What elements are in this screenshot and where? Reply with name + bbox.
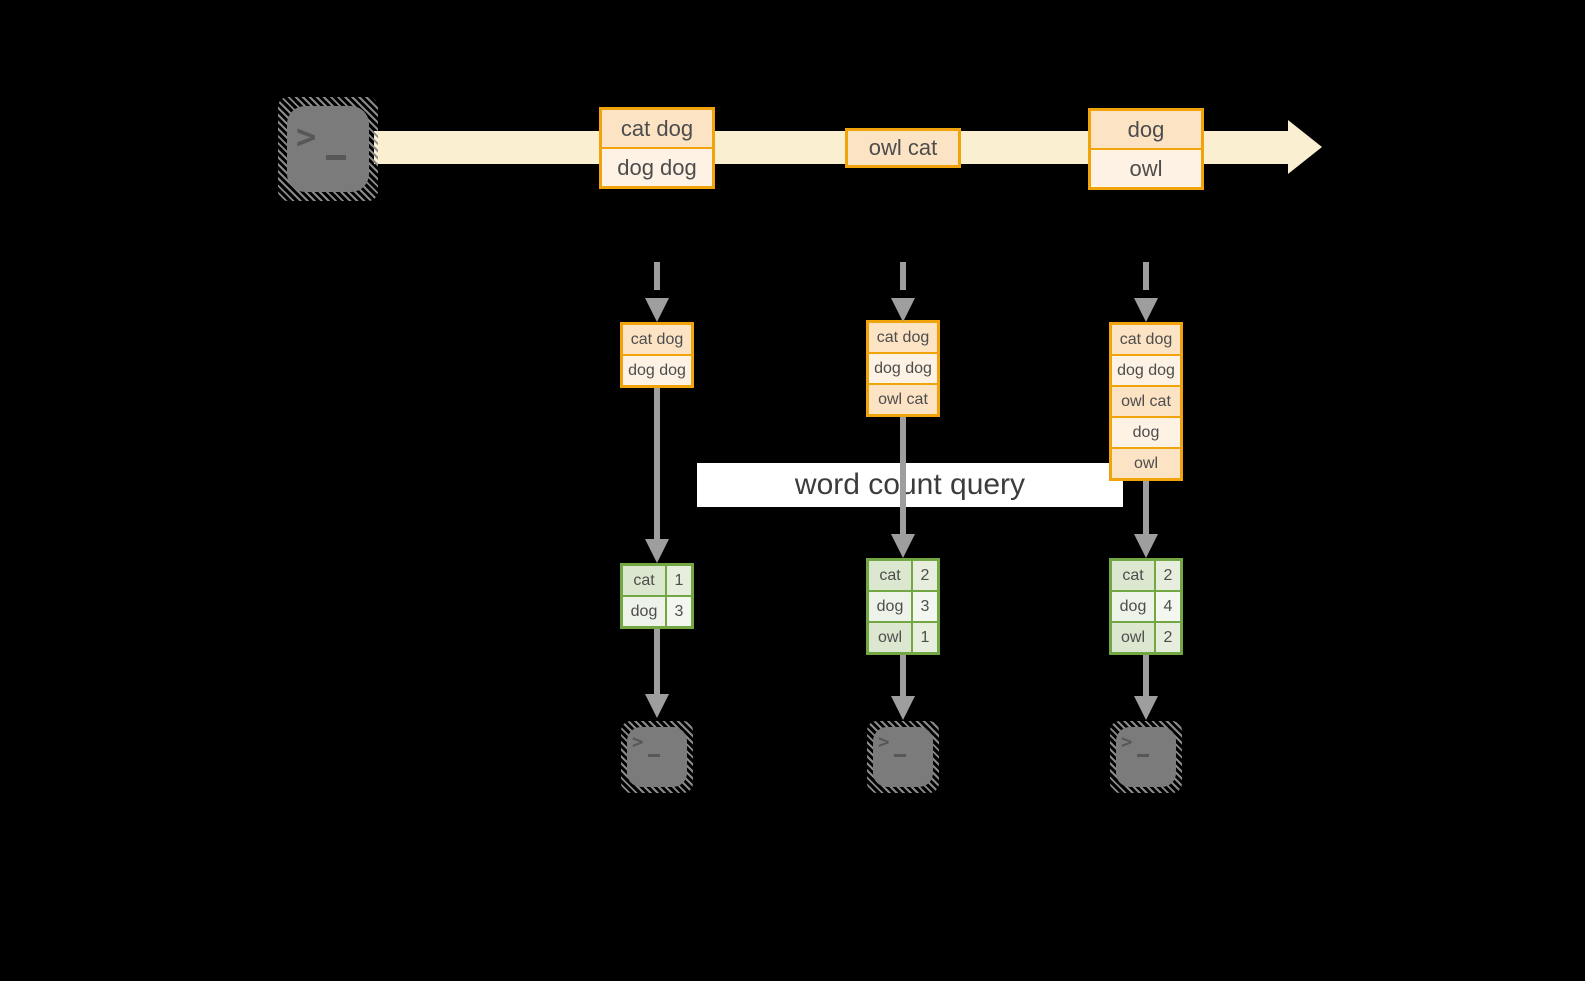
process-arrowhead-icon <box>1134 534 1158 558</box>
terminal-screen <box>287 106 369 192</box>
count-value: 3 <box>667 597 691 626</box>
micro-batch-row: cat dog <box>623 325 691 354</box>
source-terminal-icon: > <box>278 97 378 201</box>
counts-row: dog 3 <box>623 597 691 626</box>
micro-batch-row: cat dog <box>1112 325 1180 354</box>
trigger-arrowhead-icon <box>645 298 669 322</box>
sink-terminal-icon: > <box>867 721 939 793</box>
micro-batch-1: cat dog dog dog <box>620 322 694 388</box>
stream-batch-row: owl <box>1091 150 1201 187</box>
micro-batch-row: dog dog <box>1112 356 1180 385</box>
terminal-cursor-icon <box>894 754 906 757</box>
count-word: dog <box>1112 592 1154 621</box>
trigger-arrow-dash <box>1143 262 1149 290</box>
stream-arrowhead-icon <box>1288 120 1322 174</box>
terminal-screen <box>627 727 687 787</box>
micro-batch-row: dog dog <box>869 354 937 383</box>
terminal-cursor-icon <box>326 155 346 160</box>
micro-batch-row: owl cat <box>869 385 937 414</box>
terminal-prompt-icon: > <box>878 731 890 753</box>
counts-table-3: cat 2 dog 4 owl 2 <box>1109 558 1183 655</box>
stream-batch-1: cat dog dog dog <box>599 107 715 189</box>
counts-row: owl 2 <box>1112 623 1180 652</box>
terminal-screen <box>873 727 933 787</box>
micro-batch-3: cat dog dog dog owl cat dog owl <box>1109 322 1183 481</box>
count-value: 2 <box>1156 561 1180 590</box>
stream-batch-row: cat dog <box>602 110 712 147</box>
output-arrowhead-icon <box>1134 696 1158 720</box>
stream-batch-row: dog dog <box>602 149 712 186</box>
count-word: dog <box>869 592 911 621</box>
counts-row: dog 4 <box>1112 592 1180 621</box>
terminal-screen <box>1116 727 1176 787</box>
count-word: dog <box>623 597 665 626</box>
output-arrow-line <box>654 629 660 696</box>
count-word: cat <box>623 566 665 595</box>
terminal-prompt-icon: > <box>296 117 317 157</box>
trigger-arrow-dash <box>654 262 660 290</box>
count-word: owl <box>869 623 911 652</box>
micro-batch-row: owl cat <box>1112 387 1180 416</box>
process-arrowhead-icon <box>645 539 669 563</box>
query-label: word count query <box>697 463 1123 507</box>
process-arrow-line <box>654 388 660 543</box>
stream-batch-3: dog owl <box>1088 108 1204 190</box>
process-arrowhead-icon <box>891 534 915 558</box>
output-arrow-line <box>1143 655 1149 698</box>
stream-batch-row: owl cat <box>848 131 958 165</box>
counts-row: cat 1 <box>623 566 691 595</box>
counts-row: owl 1 <box>869 623 937 652</box>
count-word: cat <box>869 561 911 590</box>
micro-batch-row: dog <box>1112 418 1180 447</box>
count-value: 2 <box>1156 623 1180 652</box>
counts-row: dog 3 <box>869 592 937 621</box>
count-value: 1 <box>667 566 691 595</box>
stream-batch-row: dog <box>1091 111 1201 148</box>
micro-batch-2: cat dog dog dog owl cat <box>866 320 940 417</box>
terminal-prompt-icon: > <box>1121 731 1133 753</box>
sink-terminal-icon: > <box>1110 721 1182 793</box>
counts-table-2: cat 2 dog 3 owl 1 <box>866 558 940 655</box>
process-arrow-line <box>900 417 906 537</box>
output-arrowhead-icon <box>891 696 915 720</box>
count-value: 3 <box>913 592 937 621</box>
output-arrowhead-icon <box>645 694 669 718</box>
trigger-arrow-dash <box>900 262 906 290</box>
sink-terminal-icon: > <box>621 721 693 793</box>
count-value: 2 <box>913 561 937 590</box>
terminal-prompt-icon: > <box>632 731 644 753</box>
terminal-cursor-icon <box>648 754 660 757</box>
trigger-arrowhead-icon <box>891 298 915 322</box>
count-value: 4 <box>1156 592 1180 621</box>
micro-batch-row: cat dog <box>869 323 937 352</box>
counts-table-1: cat 1 dog 3 <box>620 563 694 629</box>
count-word: cat <box>1112 561 1154 590</box>
terminal-cursor-icon <box>1137 754 1149 757</box>
counts-row: cat 2 <box>1112 561 1180 590</box>
micro-batch-row: dog dog <box>623 356 691 385</box>
output-arrow-line <box>900 655 906 698</box>
stream-batch-2: owl cat <box>845 128 961 168</box>
micro-batch-row: owl <box>1112 449 1180 478</box>
counts-row: cat 2 <box>869 561 937 590</box>
count-word: owl <box>1112 623 1154 652</box>
count-value: 1 <box>913 623 937 652</box>
process-arrow-line <box>1143 481 1149 537</box>
trigger-arrowhead-icon <box>1134 298 1158 322</box>
